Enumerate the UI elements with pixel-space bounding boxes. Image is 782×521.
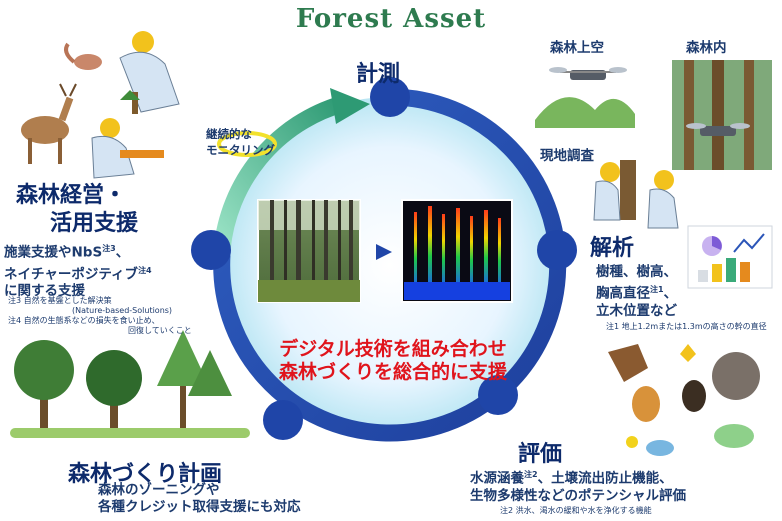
management-details: 施業支援やNbS注3、 ネイチャーポジティブ注4 に関する支援	[4, 240, 152, 300]
management-line1a: 施業支援やNbS	[4, 244, 103, 261]
planning-line2: 各種クレジット取得支援にも対応	[98, 499, 301, 515]
monitoring-arrow	[213, 95, 345, 251]
evaluation-sup2: 注2	[524, 470, 538, 479]
management-title1: 森林経営・	[16, 183, 127, 208]
inside-label: 森林内	[686, 40, 727, 56]
management-note4a: 注4 自然の生態系などの損失を食い止め、	[8, 316, 160, 325]
evaluation-line1b: 、土壌流出防止機能、	[537, 470, 673, 487]
management-sup4: 注4	[138, 265, 152, 275]
field-survey-workers-illustration	[593, 160, 679, 229]
center-message: デジタル技術を組み合わせ 森林づくりを総合的に支援	[248, 338, 538, 384]
analysis-details: 樹種、樹高、 胸高直径注1、 立木位置など	[596, 264, 677, 320]
field-survey-label: 現地調査	[540, 148, 594, 164]
management-line2: ネイチャーポジティブ注4	[4, 262, 152, 284]
center-line2: 森林づくりを総合的に支援	[278, 361, 507, 383]
management-title: 森林経営・ 活用支援	[16, 182, 138, 238]
analysis-note: 注1 地上1.2mまたは1.3mの高さの幹の直径	[606, 322, 767, 331]
forest-inside-drone-illustration	[672, 60, 772, 170]
monitoring-highlight	[217, 131, 277, 157]
node-evaluation	[478, 375, 518, 415]
monitoring-line2: モニタリング	[206, 143, 275, 157]
biodiversity-illustration	[608, 344, 760, 456]
management-line2a: ネイチャーポジティブ	[4, 266, 139, 282]
management-line1: 施業支援やNbS注3、	[4, 240, 152, 262]
evaluation-line1a: 水源涵養	[470, 470, 524, 487]
node-management	[191, 230, 231, 270]
management-line1b: 、	[115, 244, 130, 261]
planning-title: 森林づくり計画	[68, 462, 223, 487]
forest-photo	[257, 199, 361, 303]
analysis-title: 解析	[590, 236, 635, 261]
measurement-title: 計測	[356, 62, 401, 87]
evaluation-note: 注2 洪水、渇水の緩和や水を浄化する機能	[500, 506, 652, 515]
analysis-sup1: 注1	[650, 285, 664, 294]
monitoring-line1: 継続的な	[206, 127, 252, 141]
planning-line1: 森林のゾーニングや	[98, 482, 220, 498]
analysis-line3: 立木位置など	[596, 302, 677, 319]
aerial-drone-illustration	[535, 67, 635, 128]
node-planning	[263, 400, 303, 440]
analysis-charts-icon	[687, 225, 773, 289]
analysis-line2b: 、	[663, 285, 678, 302]
evaluation-title: 評価	[518, 442, 563, 467]
lidar-photo	[401, 199, 513, 303]
management-note3b: (Nature-based-Solutions)	[72, 306, 173, 315]
analysis-line1: 樹種、樹高、	[596, 264, 677, 280]
node-measurement	[370, 77, 410, 117]
evaluation-details: 水源涵養注2、土壌流出防止機能、 生物多様性などのポテンシャル評価	[470, 466, 686, 505]
deer-icon	[21, 83, 77, 164]
management-notes: 注3 自然を基盤とした解決策 (Nature-based-Solutions) …	[8, 296, 192, 336]
forestry-worker-illustration	[91, 31, 180, 179]
node-analysis	[537, 230, 577, 270]
analysis-line2: 胸高直径注1、	[596, 281, 677, 303]
management-note3a: 注3 自然を基盤とした解決策	[8, 296, 112, 305]
page-title: Forest Asset	[295, 4, 487, 34]
aerial-label: 森林上空	[550, 40, 604, 56]
center-line1: デジタル技術を組み合わせ	[279, 338, 507, 360]
evaluation-line2: 生物多様性などのポテンシャル評価	[470, 487, 686, 504]
planning-details: 森林のゾーニングや 各種クレジット取得支援にも対応	[98, 482, 301, 516]
forest-trees-illustration	[10, 330, 250, 438]
evaluation-line1: 水源涵養注2、土壌流出防止機能、	[470, 466, 686, 488]
management-sup3: 注3	[102, 244, 116, 253]
analysis-line2a: 胸高直径	[596, 285, 650, 302]
management-line3: に関する支援	[4, 283, 85, 299]
management-note4b: 回復していくこと	[128, 326, 192, 335]
center-disc	[222, 97, 558, 433]
transform-arrow	[376, 244, 392, 260]
squirrel-icon	[64, 42, 102, 70]
monitoring-label: 継続的な モニタリング	[206, 126, 275, 158]
management-title2: 活用支援	[50, 211, 139, 236]
monitoring-arrowhead	[330, 88, 370, 124]
